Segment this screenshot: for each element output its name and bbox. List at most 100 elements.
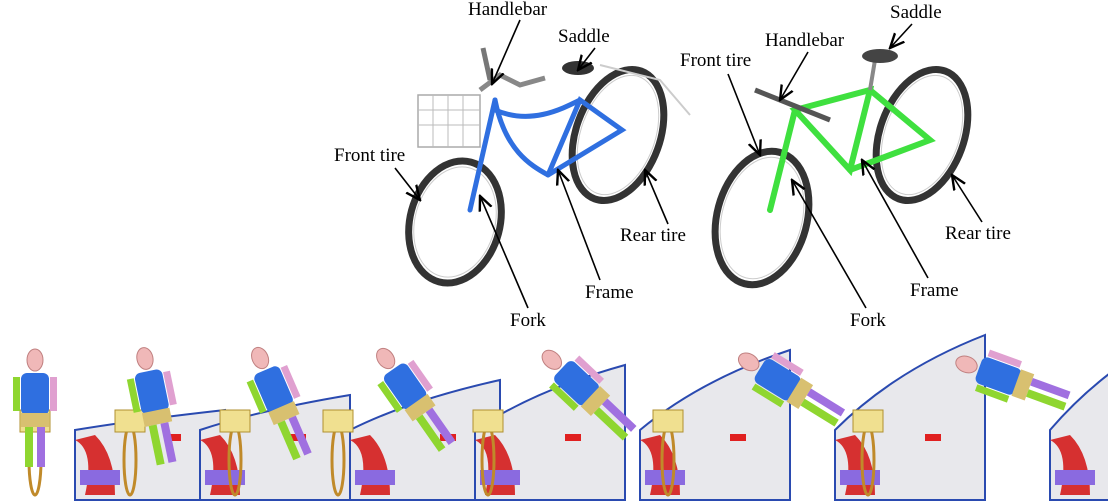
bicycle-basket [652,409,684,433]
left-front-tire-label: Front tire [334,145,405,166]
rider-arm [246,379,267,414]
left-bicycle-model [405,47,691,287]
rider-arm [974,384,1010,403]
right-fork-label: Fork [850,310,886,331]
rider-torso [754,359,801,401]
right-bicycle-model [711,49,972,289]
rider-leg [415,414,446,452]
rider-arm [574,355,605,384]
left-saddle-label: Saddle [558,26,610,47]
rider-pelvis [1011,369,1035,401]
left-rear-tire [568,66,668,204]
rider-torso [975,357,1022,395]
rider-leg [1026,389,1067,411]
right-saddle [862,49,898,63]
car-grille [80,470,120,485]
rider-pelvis [21,413,49,427]
car-grille [205,470,245,485]
rider-torso [384,363,427,410]
car-lamp [165,434,181,441]
rider-leg [37,427,45,467]
left-basket [417,94,481,148]
rider-dummy [376,347,456,452]
rider-dummy [737,352,846,427]
rider-head [136,347,154,370]
bicycle-basket [472,409,504,433]
car-lamp [925,434,941,441]
rider-torso [254,366,293,413]
rider-arm [771,352,804,376]
rider-torso [554,361,599,406]
sequence-frame [472,348,791,501]
rider-arm [50,377,57,411]
rider-torso [134,369,169,415]
rider-head [541,349,563,370]
rider-dummy [955,349,1071,411]
rider-head [251,346,270,370]
rider-pelvis [786,377,814,409]
rider-dummy [126,347,177,466]
rider-arm [126,378,141,413]
rider-head [376,347,396,370]
rider-leg [148,424,165,466]
left-fork-label: Fork [510,310,546,331]
sequence-frame [852,349,1108,501]
left-front-tire [405,157,505,287]
rider-arm [377,381,403,413]
rider-leg [288,415,312,456]
rider-leg [25,427,33,467]
right-rear-tire-label: Rear tire [945,223,1011,244]
rider-pelvis [141,407,173,427]
rider-leg [277,420,301,461]
rider-arm [751,383,785,408]
bicycle-basket [852,409,884,433]
car-lamp [730,434,746,441]
right-rear-tire [872,66,972,204]
right-saddle-label: Saddle [890,2,942,23]
car-grille [355,470,395,485]
rider-leg [806,388,846,417]
rider-dummy [541,349,637,441]
right-frame [767,85,936,213]
left-handlebar-label: Handlebar [468,0,548,20]
rider-leg [601,398,637,432]
car-grille [840,470,880,485]
rider-head [955,355,978,374]
rider-leg [800,398,839,427]
right-front-tire [711,147,813,289]
rider-dummy [246,346,312,461]
rider-head [737,352,760,372]
rider-arm [549,382,579,411]
bicycle-basket [114,409,146,433]
rider-pelvis [268,401,300,426]
rider-arm [407,359,433,392]
sequence-frame [13,348,226,501]
bicycle-basket [322,409,354,433]
right-handlebar-label: Handlebar [765,30,845,51]
car-grille [645,470,685,485]
right-front-tire-label: Front tire [680,50,751,71]
car-lamp [565,434,581,441]
rider-pelvis [580,386,611,417]
rider-dummy [13,348,57,467]
rider-arm [163,370,177,406]
rider-head [26,348,44,372]
left-rear-tire-label: Rear tire [620,225,686,246]
left-frame [467,96,627,213]
rider-leg [593,407,629,441]
right-frame-label: Frame [910,280,959,301]
rider-leg [425,407,456,446]
rider-pelvis [404,393,436,422]
left-frame-label: Frame [585,282,634,303]
rider-leg [160,422,177,463]
collision-sequence [13,333,1108,501]
left-saddle [562,61,594,75]
rider-leg [1030,377,1071,400]
rider-arm [13,377,20,411]
car-grille [1055,470,1095,485]
bicycle-basket [219,409,251,433]
rider-arm [280,364,301,399]
car-grille [480,470,520,485]
rider-arm [987,349,1022,368]
